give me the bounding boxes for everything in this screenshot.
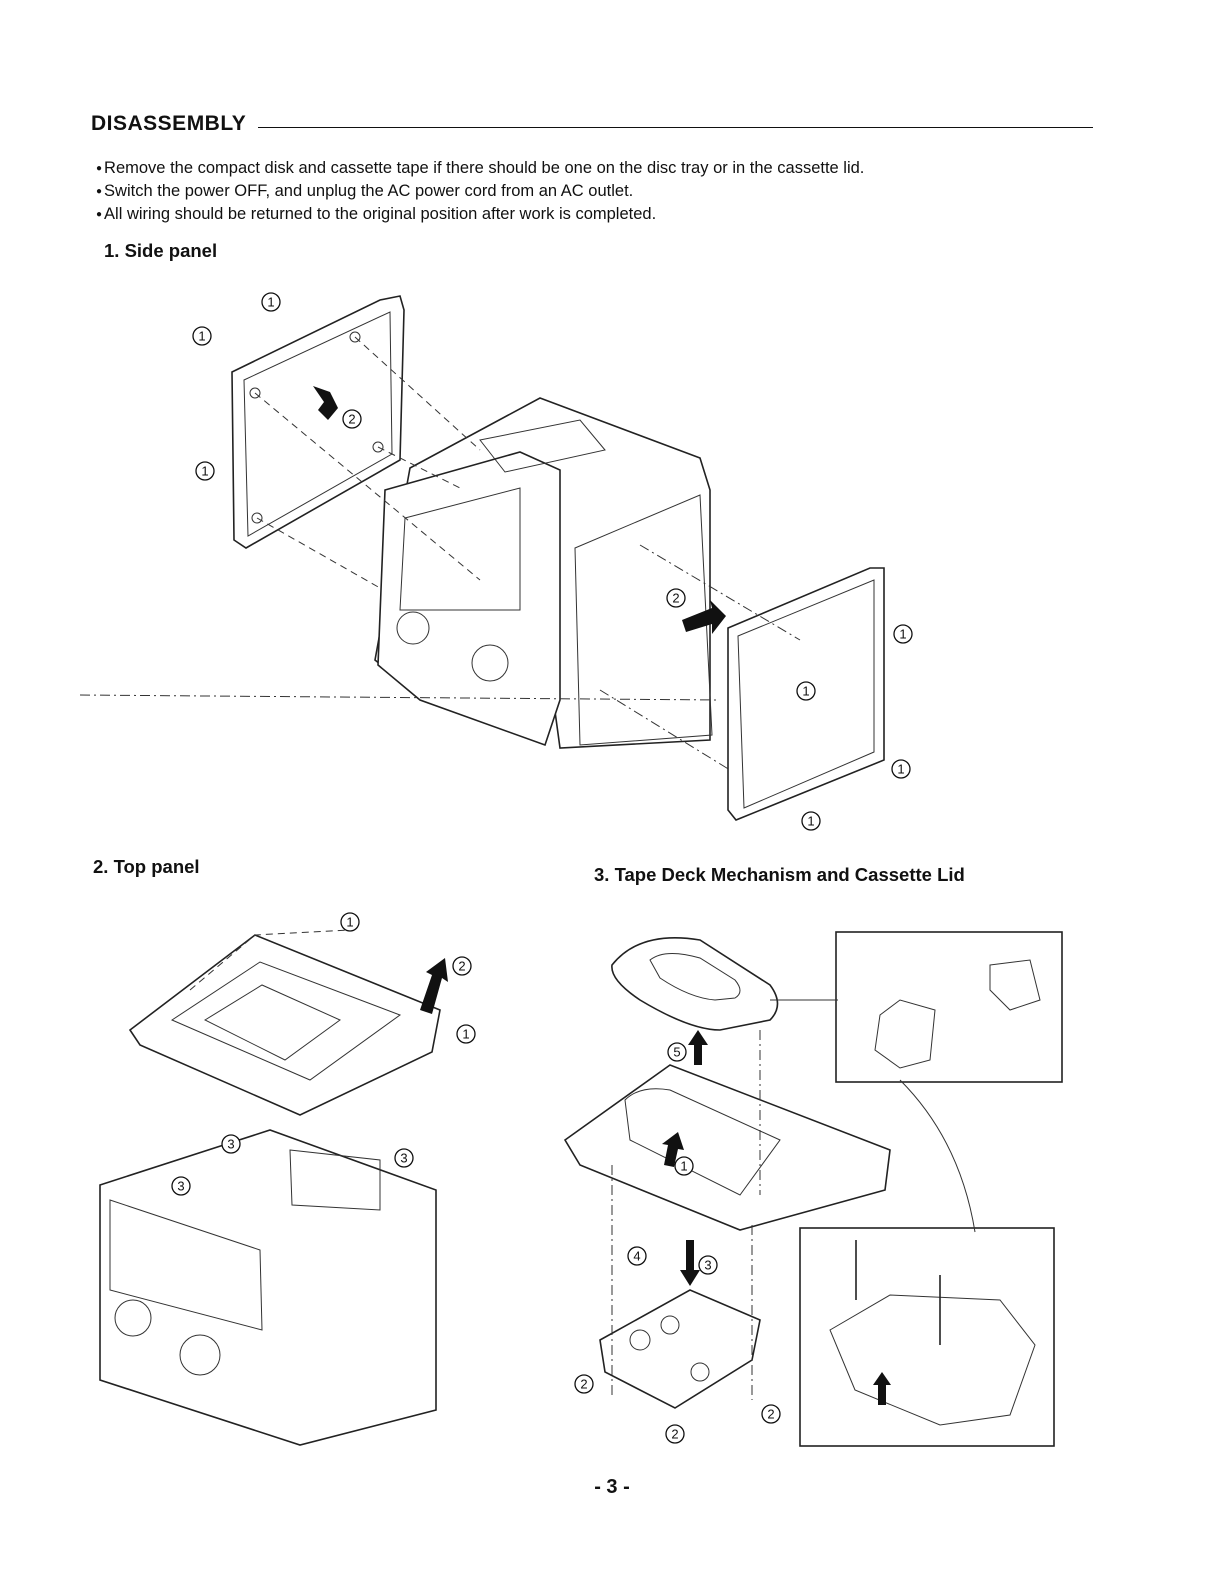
detail-inset-lid-hinge <box>835 931 1063 1083</box>
callout-1: 1 <box>195 461 215 481</box>
front-cabinet-top <box>563 1064 891 1231</box>
section-heading-side-panel: 1. Side panel <box>104 240 218 261</box>
svg-text:1: 1 <box>899 627 906 642</box>
lift-arrow <box>688 1030 708 1065</box>
svg-text:2: 2 <box>671 1427 678 1442</box>
svg-text:2: 2 <box>767 1407 774 1422</box>
svg-text:2: 2 <box>672 591 679 606</box>
main-unit-cabinet <box>99 1129 437 1446</box>
slide-arrow <box>313 386 338 420</box>
note-item: Remove the compact disk and cassette tap… <box>96 157 864 180</box>
callout-2: 2 <box>342 409 362 429</box>
callout-4: 4 <box>627 1246 647 1266</box>
svg-text:1: 1 <box>897 762 904 777</box>
section-heading-tape-deck: 3. Tape Deck Mechanism and Cassette Lid <box>594 864 965 885</box>
callout-1: 1 <box>261 292 281 312</box>
note-item: Switch the power OFF, and unplug the AC … <box>96 180 864 203</box>
callout-1: 1 <box>796 681 816 701</box>
push-arrow <box>873 1372 891 1405</box>
lift-arrow <box>420 958 448 1014</box>
title-rule <box>258 127 1093 128</box>
slide-arrow <box>682 600 726 634</box>
callout-1: 1 <box>893 624 913 644</box>
callout-1: 1 <box>192 326 212 346</box>
callout-3: 3 <box>171 1176 191 1196</box>
callout-1: 1 <box>891 759 911 779</box>
cassette-lid <box>611 937 779 1031</box>
callout-3: 3 <box>698 1255 718 1275</box>
page-title: DISASSEMBLY <box>91 112 247 135</box>
svg-text:1: 1 <box>267 295 274 310</box>
svg-text:1: 1 <box>462 1027 469 1042</box>
svg-text:2: 2 <box>458 959 465 974</box>
callout-5: 5 <box>667 1042 687 1062</box>
notes-list: Remove the compact disk and cassette tap… <box>96 157 864 226</box>
callout-2: 2 <box>452 956 472 976</box>
callout-1: 1 <box>340 912 360 932</box>
svg-text:3: 3 <box>704 1258 711 1273</box>
callout-2: 2 <box>665 1424 685 1444</box>
callout-1: 1 <box>456 1024 476 1044</box>
svg-text:2: 2 <box>580 1377 587 1392</box>
note-item: All wiring should be returned to the ori… <box>96 203 864 226</box>
svg-text:1: 1 <box>346 915 353 930</box>
svg-text:1: 1 <box>802 684 809 699</box>
main-unit-cabinet <box>374 397 713 749</box>
svg-text:3: 3 <box>400 1151 407 1166</box>
callout-3: 3 <box>221 1134 241 1154</box>
push-arrow <box>662 1132 684 1167</box>
section-heading-top-panel: 2. Top panel <box>93 856 200 877</box>
svg-text:1: 1 <box>201 464 208 479</box>
svg-text:1: 1 <box>680 1159 687 1174</box>
svg-text:3: 3 <box>227 1137 234 1152</box>
svg-text:4: 4 <box>633 1249 640 1264</box>
callout-2: 2 <box>666 588 686 608</box>
svg-text:1: 1 <box>198 329 205 344</box>
svg-text:3: 3 <box>177 1179 184 1194</box>
svg-text:2: 2 <box>348 412 355 427</box>
down-arrow <box>680 1240 700 1286</box>
callout-2: 2 <box>761 1404 781 1424</box>
page-number: - 3 - <box>594 1476 630 1498</box>
callout-2: 2 <box>574 1374 594 1394</box>
callout-1: 1 <box>674 1156 694 1176</box>
callout-3: 3 <box>394 1148 414 1168</box>
callout-1: 1 <box>801 811 821 831</box>
svg-text:5: 5 <box>673 1045 680 1060</box>
svg-text:1: 1 <box>807 814 814 829</box>
